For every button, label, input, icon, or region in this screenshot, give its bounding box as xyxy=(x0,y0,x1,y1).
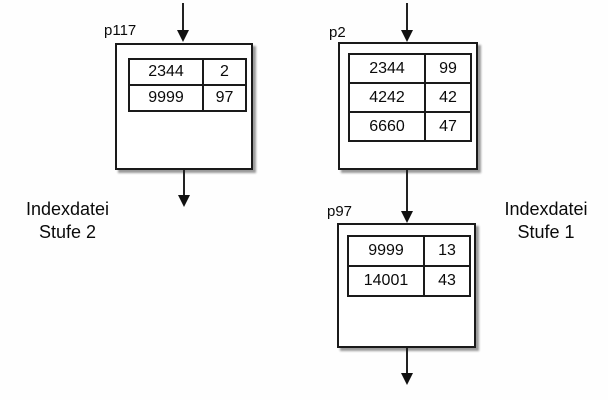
key-cell: 14001 xyxy=(347,265,425,297)
node-label-p97: p97 xyxy=(327,203,353,220)
node-label-p117: p117 xyxy=(104,22,137,39)
side-label-level-2: Indexdatei Stufe 2 xyxy=(10,198,125,244)
arrow-line-out-of-p97 xyxy=(406,348,408,374)
table-row: 9999 97 xyxy=(128,84,247,112)
key-cell: 9999 xyxy=(347,235,425,267)
table-row: 9999 13 xyxy=(347,235,471,267)
arrow-line-into-p2 xyxy=(406,3,408,31)
arrow-down-icon xyxy=(178,195,190,207)
table-row: 2344 99 xyxy=(348,53,472,84)
key-cell: 4242 xyxy=(348,82,426,113)
table-row: 6660 47 xyxy=(348,111,472,142)
table-row: 4242 42 xyxy=(348,82,472,113)
node-table-p2: 2344 99 4242 42 6660 47 xyxy=(348,53,472,142)
node-table-p97: 9999 13 14001 43 xyxy=(347,235,471,297)
side-label-line1: Indexdatei xyxy=(25,199,110,219)
pointer-cell: 97 xyxy=(202,84,247,112)
key-cell: 9999 xyxy=(128,84,204,112)
arrow-down-icon xyxy=(401,30,413,42)
pointer-cell: 13 xyxy=(423,235,471,267)
pointer-cell: 2 xyxy=(202,58,247,86)
node-label-p2: p2 xyxy=(329,24,346,41)
side-label-line2: Stufe 2 xyxy=(38,222,97,242)
arrow-line-out-of-p117 xyxy=(183,170,185,196)
node-box-p117: 2344 2 9999 97 xyxy=(115,43,253,170)
pointer-cell: 99 xyxy=(424,53,472,84)
table-row: 14001 43 xyxy=(347,265,471,297)
arrow-down-icon xyxy=(401,211,413,223)
node-box-p97: 9999 13 14001 43 xyxy=(337,223,476,348)
arrow-down-icon xyxy=(401,373,413,385)
node-box-p2: 2344 99 4242 42 6660 47 xyxy=(338,42,478,170)
key-cell: 2344 xyxy=(128,58,204,86)
key-cell: 6660 xyxy=(348,111,426,142)
side-label-line1: Indexdatei xyxy=(504,199,588,219)
arrow-down-icon xyxy=(177,30,189,42)
pointer-cell: 43 xyxy=(423,265,471,297)
node-table-p117: 2344 2 9999 97 xyxy=(128,58,247,112)
side-label-line2: Stufe 1 xyxy=(517,222,575,242)
pointer-cell: 47 xyxy=(424,111,472,142)
pointer-cell: 42 xyxy=(424,82,472,113)
table-row: 2344 2 xyxy=(128,58,247,86)
arrow-line-p2-to-p97 xyxy=(406,170,408,212)
key-cell: 2344 xyxy=(348,53,426,84)
arrow-line-into-p117 xyxy=(182,3,184,31)
side-label-level-1: Indexdatei Stufe 1 xyxy=(489,198,603,244)
